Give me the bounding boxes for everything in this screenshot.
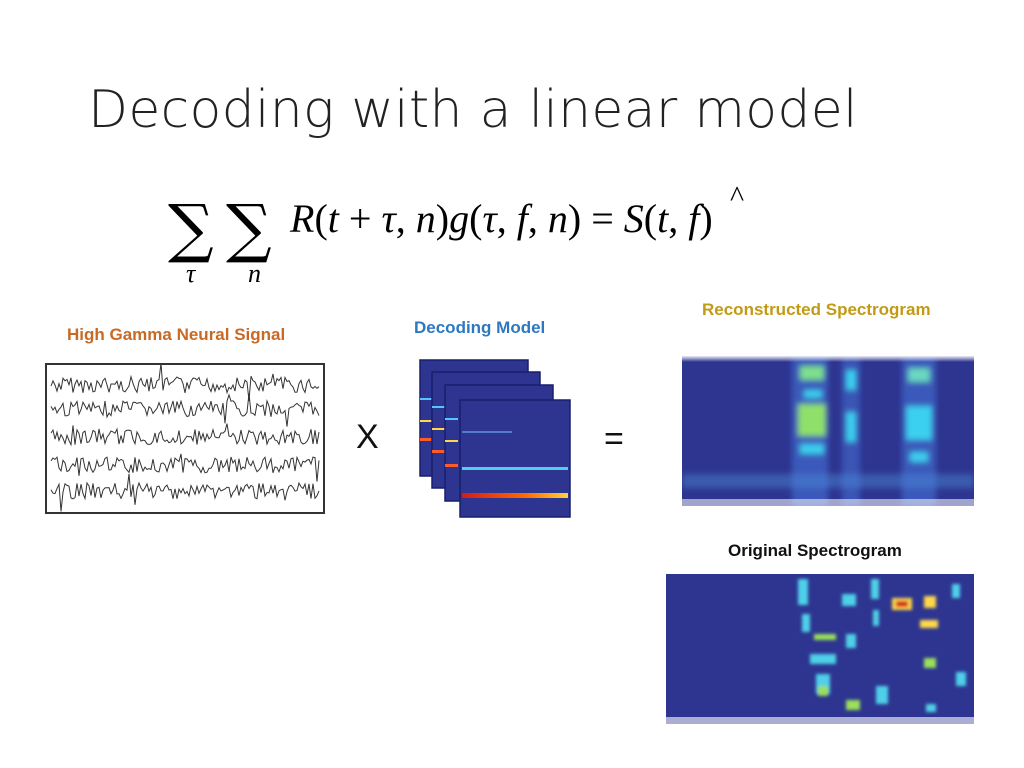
reconstructed-spectrogram xyxy=(682,356,974,506)
signal-trace-5 xyxy=(50,473,320,512)
filter-layer-front xyxy=(459,399,571,518)
reconstructed-spectrogram-image xyxy=(682,356,974,506)
original-spectrogram-label: Original Spectrogram xyxy=(728,541,902,560)
decoding-equation: ∑ τ ∑ n R(t + τ, n)g(τ, f, n) = S(t, f) … xyxy=(168,180,744,288)
decoding-model-label: Decoding Model xyxy=(414,318,546,337)
signal-trace-3 xyxy=(50,423,320,447)
decoding-model-filters xyxy=(419,359,571,518)
equals-operator: = xyxy=(604,420,624,458)
reconstructed-spectrogram-label: Reconstructed Spectrogram xyxy=(702,300,931,319)
signal-trace-4 xyxy=(50,453,320,482)
neural-signal-traces xyxy=(45,363,325,514)
neural-signal-label: High Gamma Neural Signal xyxy=(67,325,286,344)
sum-symbol-tau: ∑ xyxy=(168,192,214,266)
sum-symbol-n: ∑ xyxy=(226,192,272,266)
slide-title: Decoding with a linear model xyxy=(88,80,858,140)
sum-subscript-tau: τ xyxy=(186,259,197,288)
multiply-operator: X xyxy=(356,418,379,456)
original-spectrogram xyxy=(666,574,974,724)
signal-trace-1 xyxy=(50,363,320,401)
equation-body: R(t + τ, n)g(τ, f, n) = S(t, f) xyxy=(289,196,713,241)
signal-trace-2 xyxy=(50,393,320,427)
sum-subscript-n: n xyxy=(248,259,261,288)
original-spectrogram-image xyxy=(666,574,974,724)
hat-accent: ^ xyxy=(730,180,744,213)
neural-signal-waveforms xyxy=(50,363,320,512)
